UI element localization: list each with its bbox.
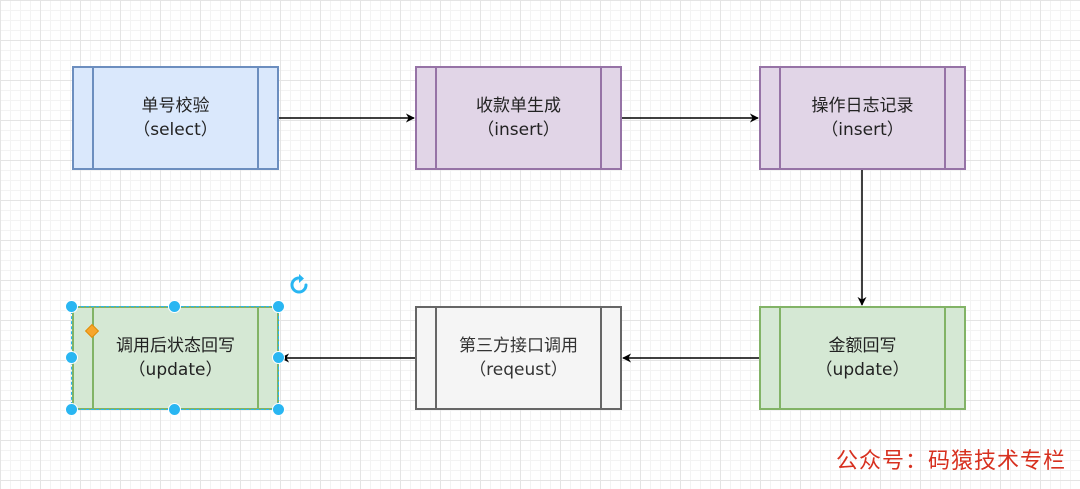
- watermark-text: 公众号：码猿技术专栏: [835, 449, 1066, 474]
- process-node-order-check[interactable]: 单号校验 （select）: [72, 66, 279, 170]
- node-sublabel: （insert）: [821, 120, 904, 140]
- process-bar-right: [600, 308, 602, 408]
- node-label: 金额回写: [828, 336, 897, 356]
- process-bar-right: [944, 68, 946, 168]
- process-bar-left: [779, 68, 781, 168]
- process-bar-right: [600, 68, 602, 168]
- process-node-status-writeback[interactable]: 调用后状态回写 （update）: [72, 306, 279, 410]
- resize-handle-sw[interactable]: [65, 403, 78, 416]
- node-label: 收款单生成: [476, 96, 561, 116]
- process-bar-left: [92, 68, 94, 168]
- resize-handle-se[interactable]: [272, 403, 285, 416]
- node-label: 操作日志记录: [811, 96, 914, 116]
- node-label: 第三方接口调用: [459, 336, 578, 356]
- node-sublabel: （insert）: [477, 120, 560, 140]
- node-sublabel: （select）: [133, 120, 218, 140]
- process-bar-right: [257, 68, 259, 168]
- resize-handle-w[interactable]: [65, 351, 78, 364]
- resize-handle-ne[interactable]: [272, 300, 285, 313]
- process-bar-left: [435, 68, 437, 168]
- process-bar-right: [257, 308, 259, 408]
- process-node-third-party-call[interactable]: 第三方接口调用 （reqeust）: [415, 306, 622, 410]
- process-bar-left: [779, 308, 781, 408]
- process-bar-left: [435, 308, 437, 408]
- node-label: 单号校验: [141, 96, 210, 116]
- process-node-receipt-create[interactable]: 收款单生成 （insert）: [415, 66, 622, 170]
- process-bar-right: [944, 308, 946, 408]
- resize-handle-e[interactable]: [272, 351, 285, 364]
- node-sublabel: （update）: [815, 360, 910, 380]
- process-node-amount-writeback[interactable]: 金额回写 （update）: [759, 306, 966, 410]
- process-node-operation-log[interactable]: 操作日志记录 （insert）: [759, 66, 966, 170]
- rotate-handle-icon[interactable]: [288, 274, 310, 296]
- resize-handle-s[interactable]: [168, 403, 181, 416]
- node-sublabel: （reqeust）: [469, 360, 568, 380]
- resize-handle-n[interactable]: [168, 300, 181, 313]
- node-sublabel: （update）: [128, 360, 223, 380]
- node-label: 调用后状态回写: [116, 336, 235, 356]
- process-bar-left: [92, 308, 94, 408]
- resize-handle-nw[interactable]: [65, 300, 78, 313]
